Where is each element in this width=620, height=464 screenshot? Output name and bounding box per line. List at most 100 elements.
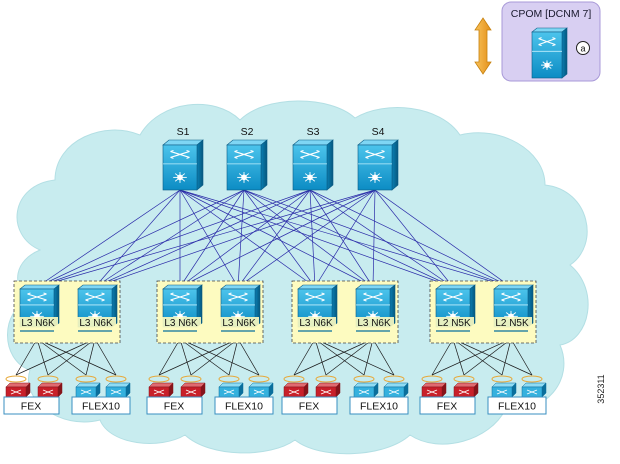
figure-id: 352311: [596, 374, 606, 403]
spine-leaf-link: [179, 189, 311, 288]
fex-unit-icon: [283, 375, 309, 398]
fex-layer: FEX FLEX10 FEX FLEX10 FEX FLEX10 FEX FLEX10: [3, 375, 547, 415]
spine-leaf-link: [237, 189, 311, 288]
spine-switch-s2: S2: [226, 126, 268, 191]
spine-switch-s4: S4: [357, 126, 399, 191]
fex-unit-icon: [148, 375, 174, 398]
leaf-fex-link: [372, 338, 395, 376]
flex10-label: FLEX10: [82, 401, 120, 413]
spine-leaf-link: [243, 189, 316, 288]
flex10-label-box: FLEX10: [71, 396, 131, 415]
leaf-fex-link: [36, 338, 49, 376]
spine-leaf-link: [179, 189, 512, 288]
leaf-fex-link: [325, 338, 374, 376]
switch-icon: [357, 139, 399, 191]
leaf-fex-link: [452, 338, 533, 376]
leaf-fex-link: [179, 338, 260, 376]
leaf-label: L2 N5K: [495, 318, 529, 329]
switch-icon: [292, 139, 334, 191]
flex10-label-box: FLEX10: [487, 396, 547, 415]
leaf-fex-links: [15, 338, 533, 376]
flex10-unit-icon: [383, 375, 409, 398]
flex10-unit-icon: [75, 375, 101, 398]
leaf-label: L3 N6K: [164, 318, 198, 329]
fex-unit-icon: [421, 375, 447, 398]
spine-leaf-link: [94, 189, 376, 288]
fex-label-box: FEX: [3, 396, 60, 415]
spine-label: S1: [177, 126, 190, 138]
spine-label: S4: [372, 126, 385, 138]
leaf-fex-link: [47, 338, 96, 376]
spine-leaf-link: [314, 189, 376, 288]
spine-leaf-link: [243, 189, 454, 288]
leaf-fex-link: [314, 338, 327, 376]
spine-switch-s3: S3: [292, 126, 334, 191]
leaf-fex-link: [463, 338, 512, 376]
spine-leaf-link: [309, 189, 512, 288]
fex-unit-icon: [37, 375, 63, 398]
spine-label: S2: [241, 126, 254, 138]
fex-label-box: FEX: [146, 396, 203, 415]
leaf-switch-layer: L3 N6K L3 N6K L3 N6K L3 N6K L3 N6K L3 N6K L2 N…: [18, 284, 534, 332]
spine-switch-layer: S1 S2 S3 S4: [162, 126, 399, 191]
leaf-fex-link: [179, 338, 192, 376]
spine-leaf-link: [374, 189, 454, 288]
leaf-label: L3 N6K: [21, 318, 55, 329]
spine-leaf-link: [179, 189, 245, 288]
spine-leaf-link: [374, 189, 512, 288]
leaf-switch: L3 N6K: [354, 284, 396, 332]
leaf-switch: L3 N6K: [76, 284, 118, 332]
fex-label: FEX: [164, 401, 184, 413]
spine-leaf-link: [309, 189, 454, 288]
cpom-label: CPOM [DCNM 7]: [511, 8, 592, 20]
fex-label: FEX: [437, 401, 457, 413]
leaf-switch: L3 N6K: [296, 284, 338, 332]
flex10-label-box: FLEX10: [349, 396, 409, 415]
leaf-fex-link: [190, 338, 239, 376]
spine-leaf-link: [94, 189, 181, 288]
leaf-fex-link: [36, 338, 117, 376]
spine-leaf-link: [36, 189, 311, 288]
leaf-fex-link: [431, 338, 454, 376]
spine-leaf-links: [36, 189, 512, 288]
leaf-fex-link: [452, 338, 503, 376]
leaf-fex-link: [158, 338, 239, 376]
leaf-fex-link: [36, 338, 87, 376]
leaf-label: L2 N5K: [437, 318, 471, 329]
cpom-panel: CPOM [DCNM 7] a: [501, 1, 601, 82]
flex10-unit-icon: [491, 375, 517, 398]
leaf-fex-link: [158, 338, 181, 376]
spine-leaf-link: [179, 189, 374, 288]
leaf-fex-link: [363, 338, 374, 376]
leaf-switch: L2 N5K: [434, 284, 476, 332]
spine-leaf-link: [237, 189, 245, 288]
flex10-label: FLEX10: [360, 401, 398, 413]
spine-switch-s1: S1: [162, 126, 204, 191]
leaf-label: L3 N6K: [299, 318, 333, 329]
spine-leaf-link: [94, 189, 245, 288]
leaf-fex-link: [452, 338, 465, 376]
spine-leaf-link: [309, 189, 374, 288]
fex-label: FEX: [21, 401, 41, 413]
cpom-switch: [531, 27, 568, 79]
cpom-badge: a: [580, 44, 585, 54]
leaf-switch: L2 N5K: [492, 284, 534, 332]
switch-icon: [162, 139, 204, 191]
leaf-fex-link: [293, 338, 316, 376]
fex-label: FEX: [299, 401, 319, 413]
spine-leaf-link: [179, 189, 239, 288]
spine-leaf-link: [36, 189, 245, 288]
flex10-label-box: FLEX10: [214, 396, 274, 415]
flex10-unit-icon: [218, 375, 244, 398]
leaf-label: L3 N6K: [222, 318, 256, 329]
leaf-fex-link: [228, 338, 239, 376]
leaf-fex-link: [314, 338, 365, 376]
leaf-fex-link: [501, 338, 512, 376]
spine-leaf-link: [36, 189, 376, 288]
fex-label-box: FEX: [419, 396, 476, 415]
spine-leaf-link: [179, 189, 316, 288]
flex10-unit-icon: [353, 375, 379, 398]
switch-icon: [226, 139, 268, 191]
leaf-fex-link: [85, 338, 96, 376]
